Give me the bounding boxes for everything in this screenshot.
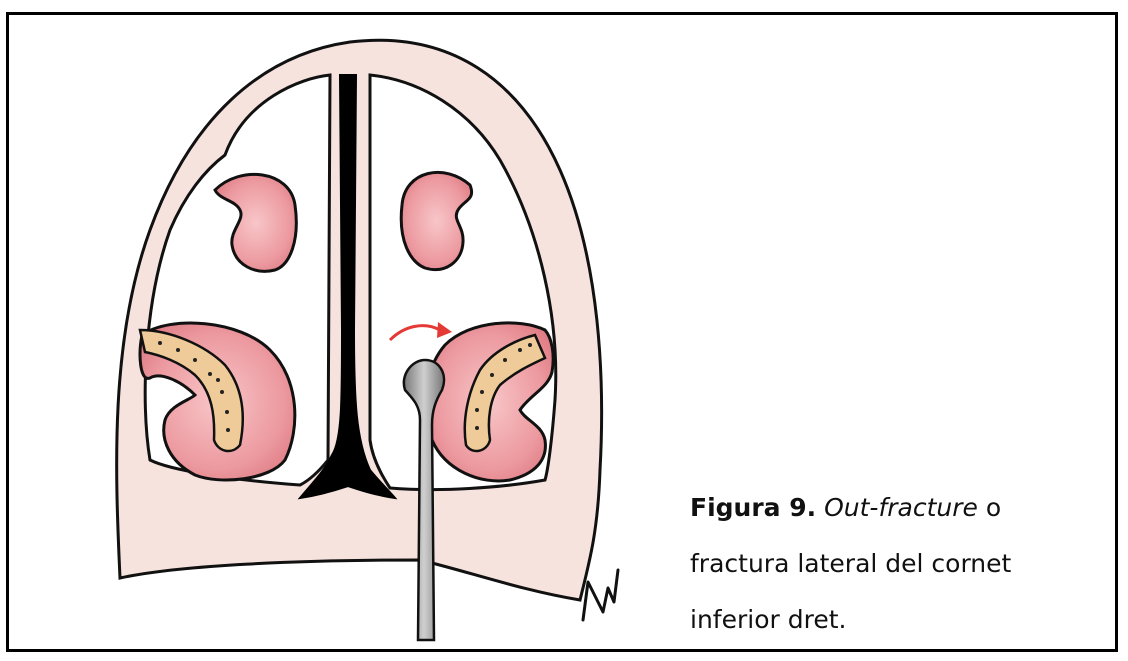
illustrator-signature-mark (583, 570, 618, 620)
caption-label: Figura 9. (690, 493, 816, 522)
caption-term: Out-fracture (824, 493, 978, 522)
figure-caption: Figura 9. Out-fracture o fractura latera… (690, 480, 1090, 648)
